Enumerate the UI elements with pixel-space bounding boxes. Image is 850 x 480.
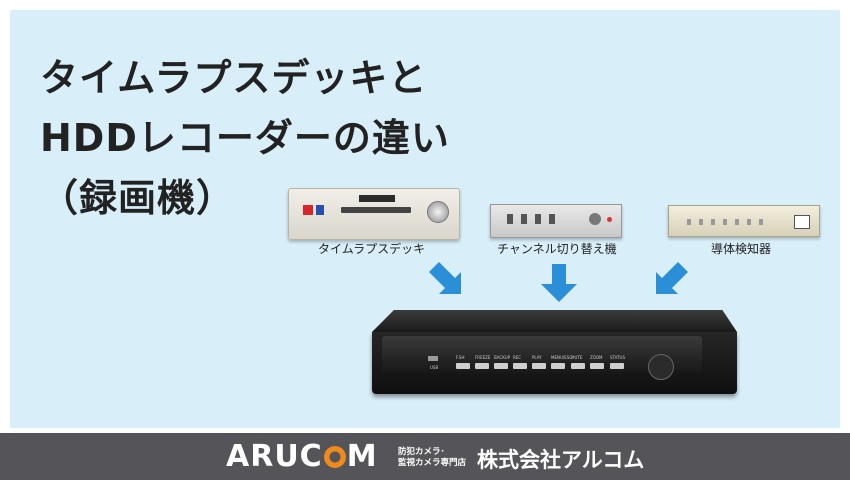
- recorder-button-label: FREEZE: [475, 355, 491, 360]
- detector-control: [735, 219, 739, 225]
- recorder-button: [571, 363, 585, 369]
- power-led: [607, 217, 612, 222]
- footer-bar: [0, 433, 850, 480]
- recorder-button-label: MUTE: [571, 355, 583, 360]
- detector-control: [759, 219, 763, 225]
- company-name: 株式会社アルコム: [477, 448, 645, 472]
- deck-logo: [359, 195, 395, 202]
- jog-knob: [427, 201, 449, 223]
- tape-slot: [341, 207, 411, 213]
- recorder-button-label: F.SH: [456, 355, 465, 360]
- detector-control: [747, 219, 751, 225]
- brand-text-start: ARUC: [226, 439, 323, 474]
- recorder-button: [475, 363, 489, 369]
- detector-control: [699, 219, 703, 225]
- direction-pad: [648, 354, 674, 380]
- tagline-line-1: 防犯カメラ･: [398, 447, 445, 457]
- usb-port: [428, 356, 438, 361]
- tagline-line-2: 監視カメラ専門店: [398, 458, 467, 468]
- recorder-button-label: BACKUP: [494, 355, 511, 360]
- title-line-1: タイムラプスデッキと: [40, 56, 428, 100]
- brand-o-icon: [323, 446, 346, 468]
- recorder-button-label: STATUS: [610, 355, 626, 360]
- recorder-button: [610, 363, 624, 369]
- brand-text-end: M: [346, 439, 378, 474]
- arrow-down-left-icon: [648, 258, 692, 302]
- timelapse-label: タイムラプスデッキ: [318, 242, 426, 256]
- brand-tagline: 防犯カメラ･ 監視カメラ専門店: [398, 447, 466, 469]
- arrow-down-right-icon: [425, 258, 469, 302]
- blue-button: [316, 205, 324, 215]
- switch-button: [549, 214, 555, 224]
- detector-image: [668, 205, 820, 237]
- recorder-button-label: ZOOM: [590, 355, 603, 360]
- channel-switcher-image: [490, 204, 622, 238]
- recorder-button-label: PLAY: [532, 355, 542, 360]
- recorder-button: [494, 363, 508, 369]
- recorder-button: [456, 363, 470, 369]
- hdd-recorder-image: USB F.SH FREEZE BACKUP REC PLAY MENU/ESC…: [372, 310, 737, 396]
- switch-button: [521, 214, 527, 224]
- title-line-2: HDDレコーダーの違い: [40, 116, 450, 160]
- detector-label: 導体検知器: [711, 242, 772, 256]
- recorder-button: [513, 363, 527, 369]
- switch-button: [535, 214, 541, 224]
- title-line-3: （録画機）: [40, 176, 236, 220]
- switch-button: [507, 214, 513, 224]
- recorder-button: [532, 363, 546, 369]
- red-button: [303, 205, 313, 215]
- switch-knob: [589, 213, 601, 225]
- recorder-button: [551, 363, 565, 369]
- recorder-button-label: MENU/ESC: [551, 355, 573, 360]
- recorder-button-label: REC: [513, 355, 522, 360]
- recorder-top: [372, 310, 737, 332]
- timelapse-deck-image: [288, 188, 460, 240]
- brand-logo: ARUC M: [226, 440, 378, 474]
- arrow-down-icon: [537, 262, 581, 306]
- switcher-label: チャンネル切り替え機: [497, 242, 617, 256]
- recorder-button: [590, 363, 604, 369]
- detector-control: [687, 219, 691, 225]
- detector-switch: [794, 215, 810, 229]
- detector-control: [711, 219, 715, 225]
- detector-control: [723, 219, 727, 225]
- usb-label: USB: [430, 365, 439, 370]
- page-title: タイムラプスデッキと HDDレコーダーの違い （録画機）: [40, 48, 450, 228]
